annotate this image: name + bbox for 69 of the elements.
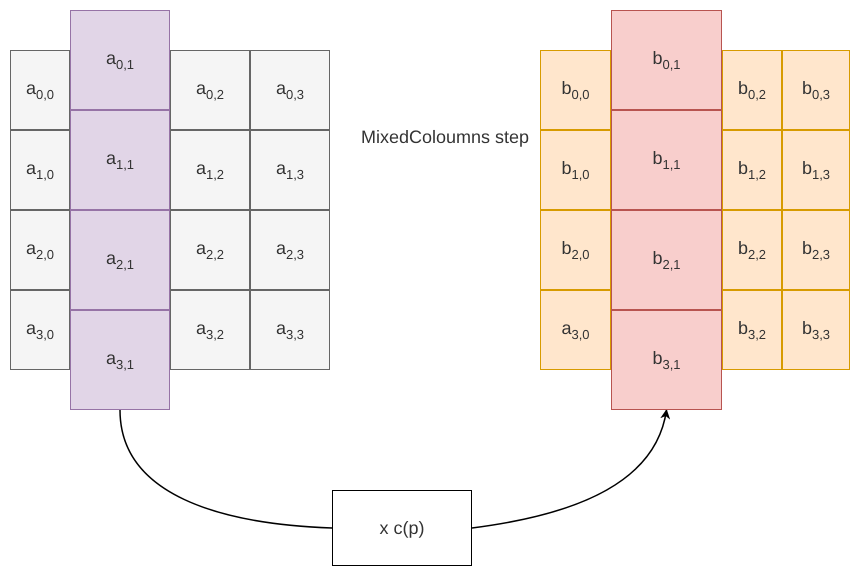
matrix-entry: a$_{1,2}$: [196, 158, 224, 182]
matrix-entry: b$_{0,1}$: [652, 48, 681, 72]
matrix-entry: a$_{2,0}$: [26, 238, 54, 262]
operation-box: [332, 490, 472, 566]
matrix-cell: [540, 130, 611, 210]
operation-label: x c(p): [380, 518, 424, 538]
highlighted-cell: [70, 110, 170, 210]
matrix-entry: b$_{3,1}$: [652, 348, 681, 372]
matrix-cell: [10, 210, 70, 290]
matrix-entry: b$_{0,0}$: [561, 78, 590, 102]
matrix-entry: b$_{0,3}$: [802, 78, 830, 102]
matrix-cell: [782, 210, 850, 290]
matrix-entry: a$_{1,1}$: [106, 148, 134, 172]
matrix-cell: [10, 130, 70, 210]
matrix-entry: a$_{0,3}$: [276, 78, 304, 102]
matrix-cell: [10, 290, 70, 370]
matrix-entry: a$_{1,3}$: [276, 158, 304, 182]
step-label: MixedColoumns step: [360, 127, 530, 148]
matrix-cell: [540, 210, 611, 290]
matrix-entry: a$_{3,2}$: [196, 318, 224, 342]
matrix-entry: a$_{1,0}$: [26, 158, 54, 182]
matrix-cell: [170, 50, 250, 130]
matrix-entry: b$_{2,1}$: [652, 248, 681, 272]
matrix-entry: a$_{3,3}$: [276, 318, 304, 342]
matrix-entry: b$_{3,2}$: [738, 318, 766, 342]
highlighted-cell: [611, 210, 722, 310]
matrix-entry: b$_{0,2}$: [738, 78, 766, 102]
matrix-cell: [170, 290, 250, 370]
matrix-entry: a$_{0,0}$: [26, 78, 54, 102]
matrix-entry: b$_{3,3}$: [802, 318, 830, 342]
matrix-entry: a$_{3,0}$: [26, 318, 54, 342]
matrix-cell: [782, 130, 850, 210]
matrix-entry: a$_{2,3}$: [276, 238, 304, 262]
matrix-cell: [722, 50, 782, 130]
matrix-entry: a$_{0,2}$: [196, 78, 224, 102]
matrix-entry: b$_{1,2}$: [738, 158, 766, 182]
curved-connector: [119, 410, 332, 529]
matrix-cell: [540, 50, 611, 130]
matrix-entry: a$_{3,1}$: [106, 348, 134, 372]
highlighted-cell: [70, 310, 170, 410]
curved-arrow: [472, 409, 670, 529]
matrix-entry: b$_{2,2}$: [738, 238, 766, 262]
matrix-cell: [722, 290, 782, 370]
matrix-cell: [540, 290, 611, 370]
matrix-cell: [722, 210, 782, 290]
matrix-cell: [782, 290, 850, 370]
matrix-cell: [782, 50, 850, 130]
highlighted-cell: [70, 10, 170, 110]
highlighted-cell: [611, 310, 722, 410]
matrix-entry: b$_{1,3}$: [802, 158, 830, 182]
highlighted-cell: [70, 210, 170, 310]
matrix-entry: a$_{3,0}$: [561, 318, 590, 342]
matrix-entry: a$_{2,2}$: [196, 238, 224, 262]
matrix-entry: b$_{2,3}$: [802, 238, 830, 262]
highlighted-cell: [611, 110, 722, 210]
matrix-entry: b$_{2,0}$: [561, 238, 590, 262]
matrix-entry: b$_{1,1}$: [652, 148, 681, 172]
highlighted-cell: [611, 10, 722, 110]
matrix-cell: [250, 210, 330, 290]
matrix-cell: [250, 130, 330, 210]
matrix-cell: [722, 130, 782, 210]
matrix-cell: [170, 130, 250, 210]
matrix-cell: [250, 50, 330, 130]
matrix-cell: [170, 210, 250, 290]
matrix-entry: a$_{0,1}$: [106, 48, 134, 72]
matrix-cell: [250, 290, 330, 370]
matrix-entry: a$_{2,1}$: [106, 248, 134, 272]
matrix-entry: b$_{1,0}$: [561, 158, 590, 182]
matrix-cell: [10, 50, 70, 130]
